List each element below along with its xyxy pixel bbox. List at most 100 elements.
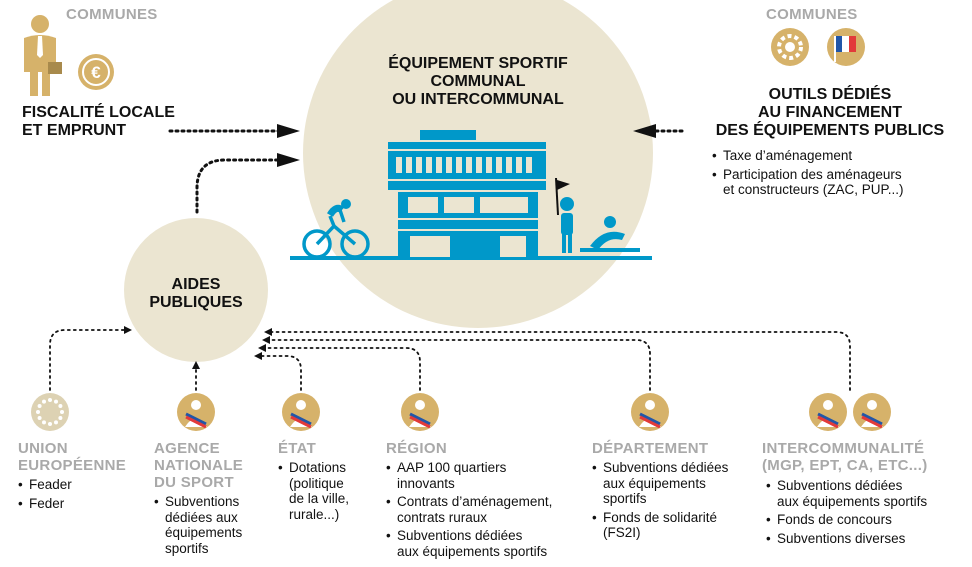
aides-title: AIDES PUBLIQUES [126,276,266,312]
source-title-line: AGENCE [154,440,220,457]
source-title-line: INTERCOMMUNALITÉ [762,440,925,457]
official-sash-icon [809,393,847,431]
list-item-text: Fonds de concours [777,512,892,527]
list-item-text: (FS2I) [603,525,641,540]
arrowhead [262,336,270,344]
center-title-line: ÉQUIPEMENT SPORTIF [388,55,568,72]
arrowhead [192,361,200,369]
official-sash-icon [631,393,669,431]
aides-title-line: PUBLIQUES [149,294,243,311]
aides-title-line: AIDES [171,276,221,293]
euro-coin-icon: € [78,54,114,90]
source-title-line: (MGP, EPT, CA, ETC...) [762,457,928,474]
source-title-line: DU SPORT [154,474,234,491]
list-item-text: Taxe d’aménagement [723,148,853,163]
list-item-text: AAP 100 quartiers [397,460,507,475]
source-bullets: Feader Feder [18,477,148,511]
official-sash-icon [282,393,320,431]
list-item-text: aux équipements [603,475,706,491]
source-ans: AGENCE NATIONALE DU SPORT Subventionsdéd… [154,440,269,559]
list-item: Feder [18,496,148,512]
source-title-line: RÉGION [386,440,447,457]
list-item-text: Subventions [165,494,240,509]
outils-title-line: DES ÉQUIPEMENTS PUBLICS [715,122,945,139]
arrowhead [277,153,300,167]
list-item-text: et constructeurs (ZAC, PUP...) [723,182,904,197]
source-title-line: ÉTAT [278,440,317,457]
fiscalite-title-line: FISCALITÉ LOCALE [22,104,175,121]
source-title-line: DÉPARTEMENT [592,440,709,457]
list-item-text: dédiées aux [165,509,238,525]
outils-title: OUTILS DÉDIÉS AU FINANCEMENT DES ÉQUIPEM… [700,86,960,140]
building-icon [388,130,546,257]
list-item-text: Fonds de solidarité [603,509,718,525]
official-sash-icon [177,393,215,431]
list-item: Subventions diverses [766,531,967,547]
center-title-line: COMMUNAL [430,73,526,90]
arrowhead [633,124,656,138]
fiscalite-title-line: ET EMPRUNT [22,122,126,139]
child-flag-icon [555,177,574,253]
list-item-text: Dotations [289,460,347,475]
ground-line [290,256,652,260]
arrowhead [254,352,262,360]
list-item-text: Feder [29,495,65,511]
list-item-text: Subventions dédiées [603,460,729,475]
list-item-text: équipements [165,525,243,540]
arrow-departement-to-aides [265,339,651,391]
source-title-line: EUROPÉENNE [18,457,127,474]
cyclist-icon [302,199,370,259]
list-item-text: Subventions diverses [777,530,906,546]
outils-title-line: AU FINANCEMENT [758,104,902,121]
list-item-text: rurale...) [289,506,340,522]
list-item-text: innovants [397,475,455,491]
list-item-text: Subventions dédiées [397,528,523,543]
list-item-text: sportifs [165,540,209,556]
arrowhead [124,326,132,334]
gear-icon [771,28,809,66]
arrowhead [277,124,300,138]
outils-title-line: OUTILS DÉDIÉS [768,86,892,103]
arrow-aides-to-center [195,158,285,214]
businessman-icon [24,15,62,96]
aides-circle [124,218,268,362]
list-item: Fonds de concours [766,512,967,528]
official-sash-icon [853,393,891,431]
list-item-text: Subventions dédiées [777,478,903,493]
list-item: Taxe d’aménagement [712,148,967,164]
list-item-text: (politique [289,475,344,491]
source-title-line: NATIONALE [154,457,244,474]
source-interco: INTERCOMMUNALITÉ (MGP, EPT, CA, ETC...) … [762,440,967,549]
list-item-text: Participation des aménageurs [723,166,902,182]
arrow-interco-to-aides [267,331,851,391]
list-item-text: sportifs [603,491,647,506]
svg-text:€: € [91,63,101,82]
list-item-text: Contrats d’aménagement, [397,494,553,509]
arrow-ue-to-aides [49,329,126,391]
source-ue: UNION EUROPÉENNE Feader Feder [18,440,148,514]
arrow-etat-to-aides [257,355,302,391]
center-title-line: OU INTERCOMMUNAL [392,91,564,108]
list-item-text: aux équipements sportifs [777,493,928,509]
communes-label-left: COMMUNES [66,6,158,23]
source-title-line: UNION [18,440,68,457]
eu-stars-icon [31,393,69,431]
arrowhead [264,328,272,336]
communes-label-right: COMMUNES [766,6,858,23]
